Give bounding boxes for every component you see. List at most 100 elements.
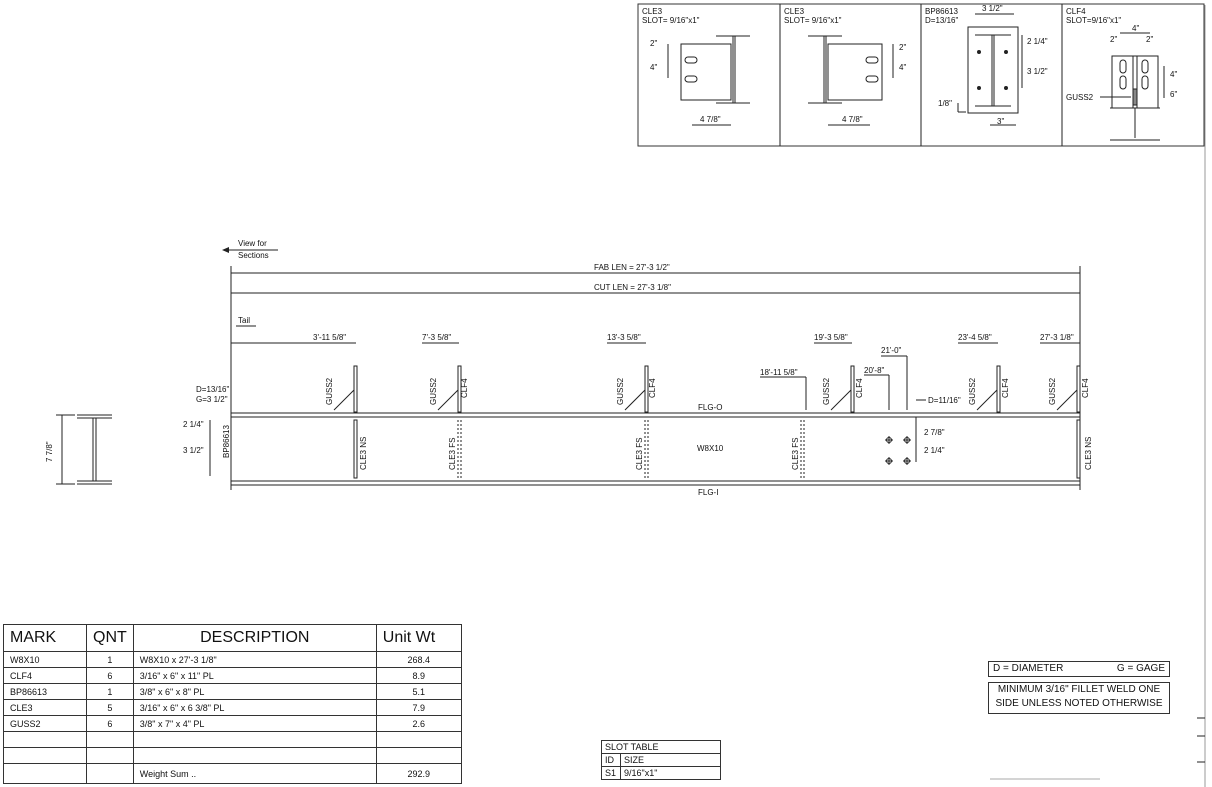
dim-text: 3 1/2" (183, 446, 204, 455)
bom-cell: 1 (86, 683, 134, 700)
bom-header-unit-wt: Unit Wt (375, 624, 462, 652)
legend-diameter: D = DIAMETER (993, 663, 1064, 674)
table-row: S1 9/16"x1" (601, 766, 721, 780)
dim-text: 27'-3 1/8" (1040, 333, 1074, 342)
hole-note: D=13/16" (196, 385, 229, 394)
clf-label: CLF4 (648, 378, 657, 398)
clf-label: CLF4 (1081, 378, 1090, 398)
bom-cell: CLF4 (3, 667, 87, 684)
bom-cell: 3/16" x 6" x 6 3/8" PL (132, 699, 377, 716)
elevation-view: View for Sections FAB LEN = 27'-3 1/2" C… (183, 239, 1093, 497)
table-row: W8X10 1 W8X10 x 27'-3 1/8" 268.4 (3, 651, 462, 668)
bom-cell: 3/8" x 6" x 8" PL (132, 683, 377, 700)
clip-label: CLE3 FS (791, 438, 800, 470)
legend-gage: G = GAGE (1116, 663, 1165, 674)
clip-label: CLE3 FS (635, 438, 644, 470)
bom-cell: 6 (86, 667, 134, 684)
weld-note-line: SIDE UNLESS NOTED OTHERWISE (995, 698, 1163, 709)
bom-cell (86, 763, 134, 784)
clip-label: CLE3 FS (448, 438, 457, 470)
bom-cell: 268.4 (375, 651, 462, 668)
weight-sum-value: 292.9 (375, 763, 462, 784)
flange-out-label: FLG-O (698, 403, 722, 412)
guss-label: GUSS2 (968, 377, 977, 405)
dim-text: 4 7/8" (700, 115, 721, 124)
dim-text: 3 1/2" (982, 4, 1003, 13)
tail-label: Tail (238, 316, 250, 325)
slot-cell: 9/16"x1" (620, 766, 721, 780)
member-label: W8X10 (697, 444, 724, 453)
table-row (3, 731, 462, 748)
slot-table-title: SLOT TABLE (601, 740, 721, 754)
bom-cell: BP86613 (3, 683, 87, 700)
detail-clf4: CLF4 SLOT=9/16"x1" 4" 2" 2" 4" 6" GUSS2 (1066, 7, 1177, 141)
bom-cell (375, 747, 462, 764)
clf-label: CLF4 (1001, 378, 1010, 398)
dim-text: 2 7/8" (924, 428, 945, 437)
guss-label: GUSS2 (429, 377, 438, 405)
slot-header-id: ID (601, 753, 621, 767)
dim-text: 21'-0" (881, 346, 902, 355)
dim-text: 4" (1132, 24, 1139, 33)
table-row: CLE3 5 3/16" x 6" x 6 3/8" PL 7.9 (3, 699, 462, 716)
detail-slot: SLOT= 9/16"x1" (642, 16, 700, 25)
bom-cell (3, 747, 87, 764)
weld-note-line: MINIMUM 3/16" FILLET WELD ONE (997, 684, 1161, 695)
dim-text: 4" (1170, 70, 1177, 79)
fab-length: FAB LEN = 27'-3 1/2" (594, 263, 670, 272)
guss-label: GUSS2 (822, 377, 831, 405)
dim-text: 4" (650, 63, 657, 72)
bom-cell (132, 747, 377, 764)
hole-note: G=3 1/2" (196, 395, 228, 404)
view-note: Sections (238, 251, 269, 260)
bp-label: BP86613 (222, 425, 231, 458)
dim-text: 2 1/4" (924, 446, 945, 455)
legend-note: D = DIAMETER G = GAGE (988, 661, 1170, 677)
dim-text: 4" (899, 63, 906, 72)
table-row: GUSS2 6 3/8" x 7" x 4" PL 2.6 (3, 715, 462, 732)
clf-label: CLF4 (855, 378, 864, 398)
bill-of-materials: MARK QNT DESCRIPTION Unit Wt W8X10 1 W8X… (3, 624, 462, 784)
bom-sum-row: Weight Sum .. 292.9 (3, 763, 462, 784)
cut-length: CUT LEN = 27'-3 1/8" (594, 283, 671, 292)
dim-text: 2 1/4" (183, 420, 204, 429)
dim-text: 3 1/2" (1027, 67, 1048, 76)
guss-label: GUSS2 (325, 377, 334, 405)
table-row: CLF4 6 3/16" x 6" x 11" PL 8.9 (3, 667, 462, 684)
detail-title: CLE3 (784, 7, 805, 16)
detail-slot: D=13/16" (925, 16, 958, 25)
bom-cell: CLE3 (3, 699, 87, 716)
bom-cell (3, 763, 87, 784)
bom-header-qnt: QNT (86, 624, 134, 652)
hole-group (885, 436, 911, 465)
bom-cell: 8.9 (375, 667, 462, 684)
guss-label: GUSS2 (1048, 377, 1057, 405)
weld-note: MINIMUM 3/16" FILLET WELD ONE SIDE UNLES… (988, 682, 1170, 714)
slot-header-size: SIZE (620, 753, 721, 767)
hole-note: D=11/16" (928, 396, 961, 405)
slot-cell: S1 (601, 766, 621, 780)
detail-title: BP86613 (925, 7, 958, 16)
bom-cell: 3/16" x 6" x 11" PL (132, 667, 377, 684)
clip-label: CLE3 NS (1084, 437, 1093, 470)
bom-cell: 3/8" x 7" x 4" PL (132, 715, 377, 732)
detail-title: CLF4 (1066, 7, 1086, 16)
slot-table: SLOT TABLE ID SIZE S1 9/16"x1" (601, 740, 721, 780)
dim-text: 2" (899, 43, 906, 52)
bom-cell: W8X10 x 27'-3 1/8" (132, 651, 377, 668)
bom-cell: 5 (86, 699, 134, 716)
table-row (3, 747, 462, 764)
bom-header-mark: MARK (3, 624, 87, 652)
bom-cell (86, 747, 134, 764)
dim-text: 2" (1146, 35, 1153, 44)
bom-cell: 1 (86, 651, 134, 668)
bom-cell (86, 731, 134, 748)
bom-cell: GUSS2 (3, 715, 87, 732)
bom-cell: W8X10 (3, 651, 87, 668)
bom-header-description: DESCRIPTION (132, 624, 377, 652)
clf-label: CLF4 (460, 378, 469, 398)
bom-cell (375, 731, 462, 748)
detail-boxes (637, 3, 1205, 147)
bom-header-row: MARK QNT DESCRIPTION Unit Wt (3, 624, 462, 652)
